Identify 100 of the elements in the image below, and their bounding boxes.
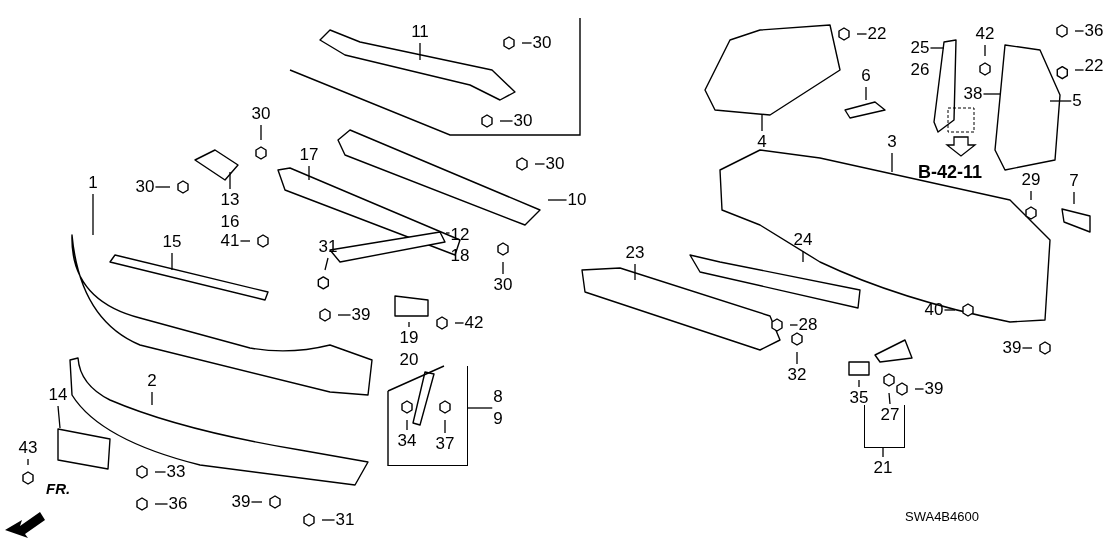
callout-number: 30 (493, 274, 513, 296)
leader-line (1074, 30, 1085, 32)
kit-bracket (388, 366, 468, 466)
leader-line (796, 351, 798, 365)
leader-line (982, 93, 1001, 95)
leader-line (502, 261, 504, 275)
leader-line (337, 314, 352, 316)
leader-line (802, 250, 804, 263)
leader-line (856, 33, 868, 35)
callout-number: 14 (48, 384, 68, 406)
callout-number: 19 (399, 327, 419, 349)
leader-line (1073, 191, 1075, 205)
leader-line (406, 419, 408, 431)
callout-number: 7 (1069, 170, 1079, 192)
callout-number: 33 (166, 461, 186, 483)
callout-number: 30 (135, 176, 155, 198)
callout-number: 41 (220, 230, 240, 252)
leader-line (419, 42, 421, 61)
kit-bracket (864, 405, 905, 448)
callout-number: 1 (88, 172, 98, 194)
callout-number: 27 (880, 404, 900, 426)
callout-number: 32 (787, 364, 807, 386)
leader-line (1030, 190, 1032, 201)
leader-line (865, 86, 867, 101)
leader-line (761, 114, 763, 132)
callout-number: 24 (793, 229, 813, 251)
callout-number: 29 (1021, 169, 1041, 191)
leader-line (260, 124, 262, 141)
callout-number: 18 (450, 245, 470, 267)
callout-number: 25 (910, 37, 930, 59)
callout-number: 11 (411, 21, 429, 43)
callout-number: 30 (513, 110, 533, 132)
leader-line (154, 503, 169, 505)
leader-line (151, 391, 153, 406)
leader-line (943, 309, 956, 311)
leader-line (929, 47, 945, 49)
leader-line (239, 240, 251, 242)
callout-number: 13 (220, 189, 240, 211)
callout-number: 4 (757, 131, 767, 153)
callout-number: 42 (975, 23, 995, 45)
diagram-code: SWA4B4600 (905, 509, 979, 524)
callout-number: 31 (335, 509, 355, 531)
callout-number: 20 (399, 349, 419, 371)
leader-line (1074, 69, 1085, 71)
callout-number: 12 (450, 224, 470, 246)
callout-number: 3 (887, 131, 897, 153)
callout-number: 40 (924, 299, 944, 321)
callout-number: 35 (849, 387, 869, 409)
leader-line (250, 501, 263, 503)
leader-line (154, 186, 171, 188)
leader-line (891, 152, 893, 173)
leader-line (57, 405, 61, 429)
callout-number: 30 (545, 153, 565, 175)
callout-number: 15 (162, 231, 182, 253)
leader-line (408, 321, 410, 328)
leader-line (547, 199, 568, 201)
callout-number: 31 (318, 236, 338, 258)
callout-number: 10 (567, 189, 587, 211)
leader-line (154, 471, 167, 473)
leader-line (321, 519, 336, 521)
callout-number: 2 (147, 370, 157, 392)
leader-line (888, 392, 891, 405)
callout-number: 39 (1002, 337, 1022, 359)
callout-number: 30 (251, 103, 271, 125)
callout-number: 26 (910, 59, 930, 81)
callout-number: 30 (532, 32, 552, 54)
callout-number: 9 (493, 408, 503, 430)
callout-number: 36 (1084, 20, 1104, 42)
leader-line (467, 407, 493, 409)
leader-line (882, 447, 884, 458)
callout-number: 36 (168, 493, 188, 515)
callout-number: 34 (397, 430, 417, 452)
callout-number: 43 (18, 437, 38, 459)
leader-line (27, 458, 29, 466)
callout-number: 37 (435, 433, 455, 455)
leader-line (499, 120, 514, 122)
leader-line (308, 165, 310, 181)
callout-number: 39 (351, 304, 371, 326)
leader-line (1021, 347, 1033, 349)
callout-number: 22 (1084, 55, 1104, 77)
leader-line (454, 322, 465, 324)
leader-line (914, 388, 925, 390)
callout-number: 38 (963, 83, 983, 105)
callout-number: 6 (861, 65, 871, 87)
callout-number: 5 (1072, 90, 1082, 112)
leader-line (1049, 100, 1072, 102)
leader-line (92, 193, 94, 236)
leader-line (858, 379, 860, 388)
leader-line (534, 163, 546, 165)
direction-label: FR. (46, 480, 71, 497)
callout-number: 22 (867, 23, 887, 45)
leader-line (324, 257, 329, 271)
leader-line (229, 171, 231, 190)
callout-number: 23 (625, 242, 645, 264)
leader-line (171, 252, 173, 271)
callout-number: 42 (464, 312, 484, 334)
leader-line (444, 419, 446, 434)
leader-line (445, 232, 451, 234)
leader-line (521, 42, 533, 44)
leader-line (984, 44, 986, 57)
